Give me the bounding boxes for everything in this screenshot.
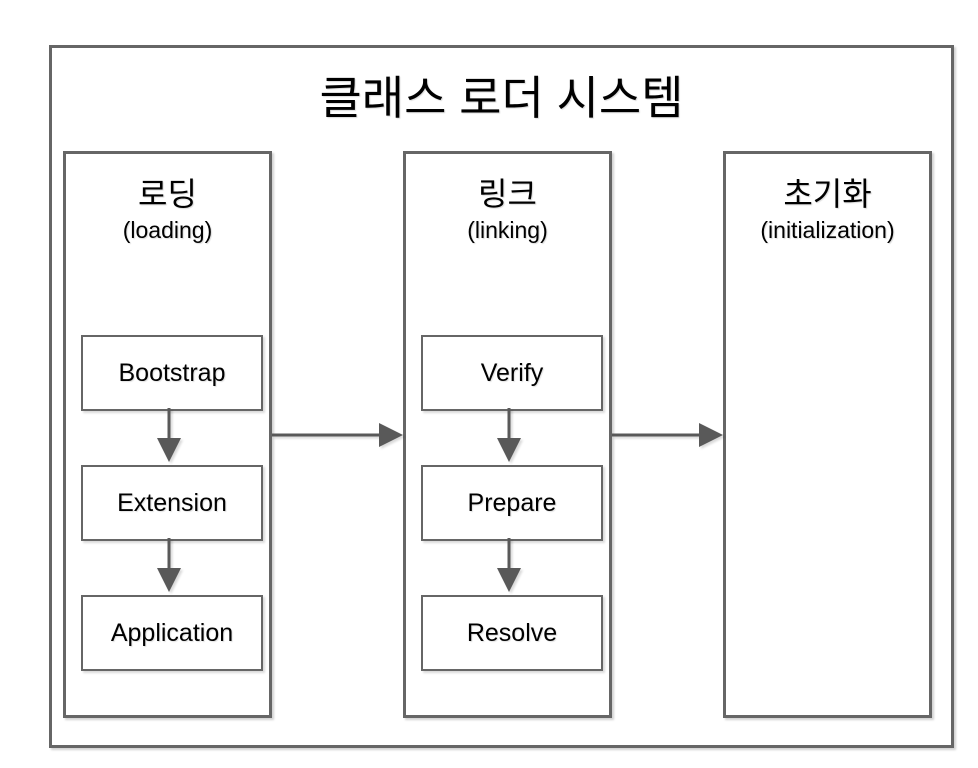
- step-box-prepare: Prepare: [421, 465, 603, 541]
- column-initialization: 초기화 (initialization): [723, 151, 932, 718]
- step-box-verify: Verify: [421, 335, 603, 411]
- diagram-title: 클래스 로더 시스템: [319, 72, 684, 124]
- column-loading-title-korean: 로딩: [138, 176, 197, 212]
- step-label-bootstrap: Bootstrap: [118, 358, 226, 387]
- step-label-prepare: Prepare: [467, 488, 557, 517]
- step-label-extension: Extension: [117, 488, 227, 517]
- step-box-extension: Extension: [81, 465, 263, 541]
- column-linking-header: 링크 (linking): [406, 154, 609, 246]
- column-linking-title-english: (linking): [467, 217, 548, 243]
- step-label-application: Application: [110, 618, 234, 647]
- column-initialization-header: 초기화 (initialization): [726, 154, 929, 246]
- column-initialization-title-english: (initialization): [760, 217, 895, 243]
- step-box-resolve: Resolve: [421, 595, 603, 671]
- column-linking-title-korean: 링크: [478, 176, 537, 212]
- step-label-resolve: Resolve: [466, 618, 558, 647]
- column-loading-header: 로딩 (loading): [66, 154, 269, 246]
- column-loading: 로딩 (loading) Bootstrap Extension Applica…: [63, 151, 272, 718]
- column-initialization-title-korean: 초기화: [783, 176, 872, 212]
- step-box-application: Application: [81, 595, 263, 671]
- column-linking: 링크 (linking) Verify Prepare Resolve: [403, 151, 612, 718]
- step-box-bootstrap: Bootstrap: [81, 335, 263, 411]
- column-loading-title-english: (loading): [122, 217, 213, 243]
- step-label-verify: Verify: [480, 358, 544, 387]
